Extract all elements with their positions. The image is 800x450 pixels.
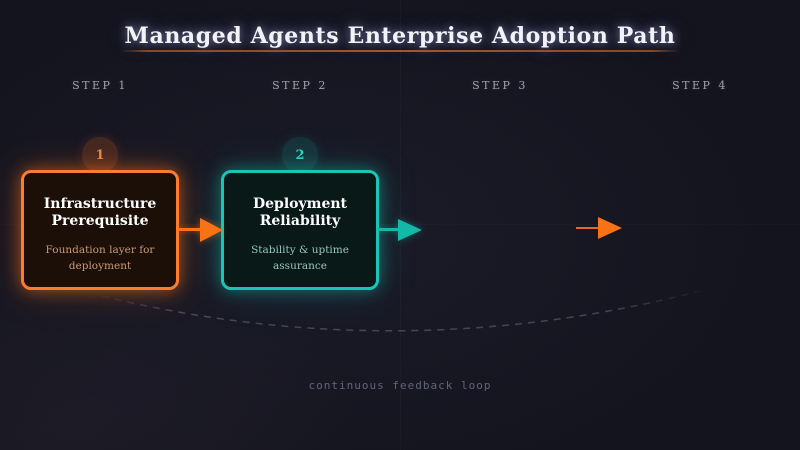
- arrow-step2-step3-line: [378, 228, 402, 231]
- step-2-card: Deployment Reliability Stability & uptim…: [221, 170, 379, 290]
- step-1-card-subtitle: Foundation layer for deployment: [45, 243, 155, 272]
- feedback-loop-label: continuous feedback loop: [308, 379, 492, 392]
- step-1-label: STEP 1: [72, 79, 128, 92]
- step-4-label: STEP 4: [672, 79, 728, 92]
- arrow-step3-step4-head-icon: [598, 217, 622, 239]
- page-title: Managed Agents Enterprise Adoption Path: [124, 23, 676, 49]
- step-2-number-badge: 2: [282, 137, 318, 173]
- title-underline: [120, 50, 680, 52]
- step-2-card-subtitle: Stability & uptime assurance: [251, 243, 349, 272]
- arrow-step1-step2-head-icon: [200, 218, 223, 242]
- arrow-step2-step3-head-icon: [398, 219, 422, 241]
- step-2-card-title: Deployment Reliability: [253, 195, 347, 230]
- arrow-step1-step2-line: [179, 228, 204, 231]
- step-3-label: STEP 3: [472, 79, 528, 92]
- step-2-label: STEP 2: [272, 79, 328, 92]
- step-1-card: Infrastructure Prerequisite Foundation l…: [21, 170, 179, 290]
- arrow-step3-step4-line: [576, 227, 602, 229]
- step-1-card-title: Infrastructure Prerequisite: [43, 195, 157, 230]
- step-1-number-badge: 1: [82, 137, 118, 173]
